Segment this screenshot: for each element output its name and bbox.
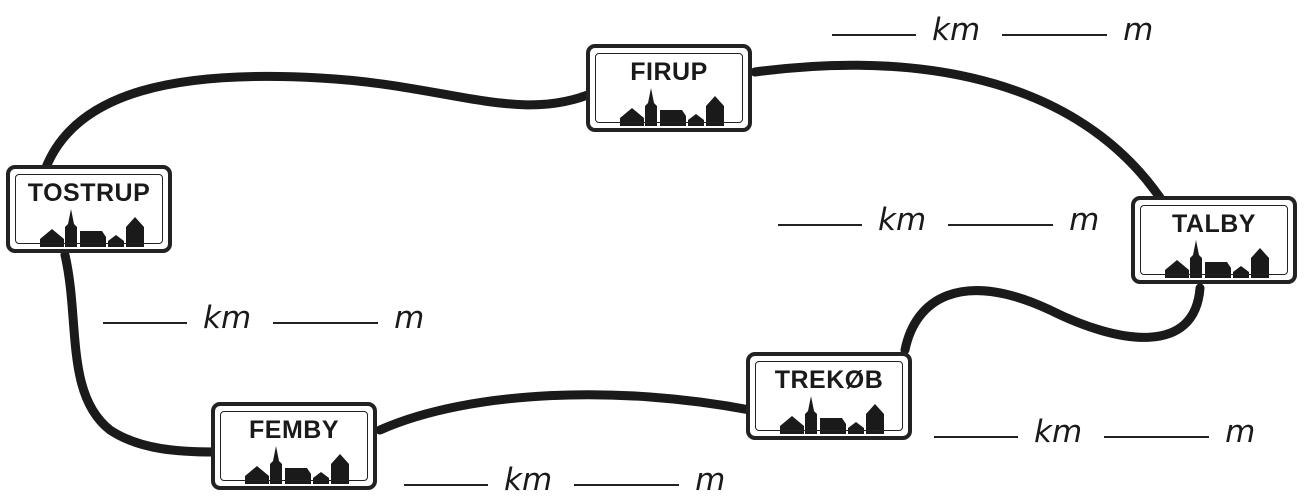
m-label: m (1069, 202, 1100, 238)
km-answer-line[interactable] (832, 32, 916, 36)
road-firup-talby (750, 60, 1170, 210)
road-femby-trekob (375, 390, 755, 435)
town-sign-firup: FIRUP (586, 44, 752, 132)
road-tostrup-firup (40, 71, 600, 175)
m-answer-line[interactable] (948, 222, 1054, 226)
m-label: m (394, 300, 425, 336)
km-label: km (932, 12, 981, 48)
town-silhouette-icon (245, 446, 349, 484)
town-sign-femby: FEMBY (211, 402, 377, 490)
town-name: TOSTRUP (27, 179, 151, 207)
town-name: FEMBY (249, 416, 339, 444)
distance-blank-talby-trekob-upper: km m (778, 200, 1099, 240)
town-name: TALBY (1172, 210, 1256, 238)
km-label: km (878, 202, 927, 238)
km-answer-line[interactable] (934, 434, 1018, 438)
m-answer-line[interactable] (1002, 32, 1108, 36)
town-name: FIRUP (630, 58, 708, 86)
km-label: km (504, 462, 553, 498)
road-talby-trekob (900, 283, 1205, 355)
m-label: m (1123, 12, 1154, 48)
km-label: km (1034, 414, 1083, 450)
town-name: TREKØB (774, 366, 884, 394)
town-sign-tostrup: TOSTRUP (6, 165, 172, 253)
m-answer-line[interactable] (1104, 434, 1210, 438)
distance-blank-tostrup-femby: km m (103, 298, 424, 338)
km-answer-line[interactable] (404, 482, 488, 486)
town-sign-talby: TALBY (1131, 196, 1297, 284)
distance-blank-trekob-talby-lower: km m (934, 412, 1255, 452)
town-silhouette-icon (780, 396, 884, 434)
town-sign-trekob: TREKØB (746, 352, 912, 440)
km-answer-line[interactable] (778, 222, 862, 226)
km-label: km (203, 300, 252, 336)
m-label: m (695, 462, 726, 498)
m-label: m (1225, 414, 1256, 450)
m-answer-line[interactable] (273, 320, 379, 324)
town-silhouette-icon (620, 88, 724, 126)
town-silhouette-icon (40, 209, 144, 247)
town-silhouette-icon (1165, 240, 1269, 278)
m-answer-line[interactable] (574, 482, 680, 486)
km-answer-line[interactable] (103, 320, 187, 324)
road-tostrup-femby (60, 250, 220, 457)
distance-blank-femby-trekob: km m (404, 460, 725, 500)
distance-blank-firup-talby: km m (832, 10, 1153, 50)
